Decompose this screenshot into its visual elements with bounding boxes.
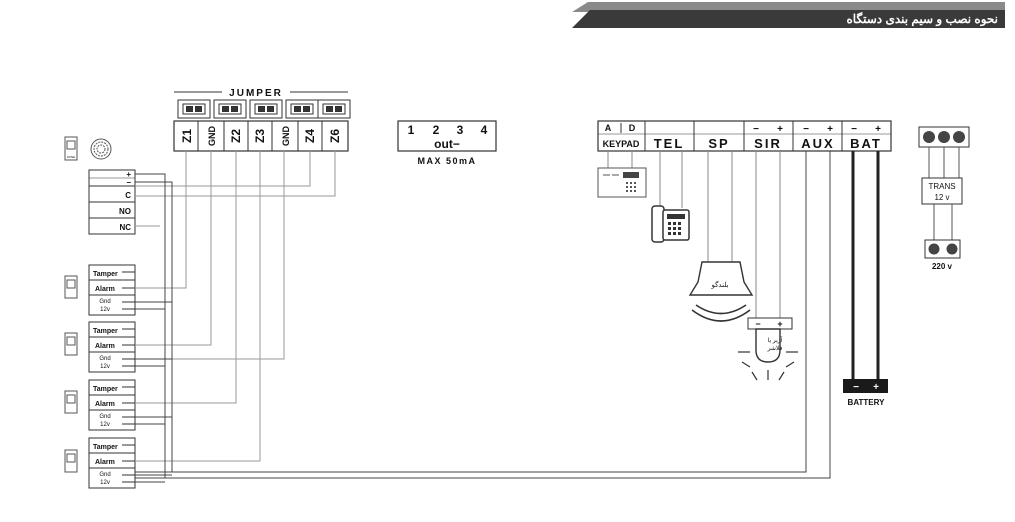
output-limit: MAX 50mA: [417, 156, 476, 166]
relay-block: + − C NO NC: [88, 169, 136, 235]
jumper-label: JUMPER: [229, 88, 283, 99]
siren-label-1: آژیر یا: [768, 336, 783, 344]
sp-label: SP: [708, 136, 729, 151]
page-title: نحوه نصب و سیم بندی دستگاه: [847, 11, 998, 27]
sensor-4-gnd: Gnd: [99, 472, 110, 478]
aux-wires: [135, 151, 831, 479]
jumper-block-4: [285, 99, 319, 119]
power-bus: [135, 173, 173, 483]
jumper-block-1: [177, 99, 211, 119]
sensor-3-alarm: Alarm: [95, 401, 115, 408]
terminal-z6: Z6: [328, 129, 342, 143]
jumper-group: JUMPER: [174, 88, 351, 119]
terminal-gnd-2: GND: [281, 126, 291, 147]
transformer-line-2: 12 v: [934, 193, 949, 202]
output-number-1: 1: [408, 123, 415, 137]
relay-no: NO: [119, 207, 131, 216]
jumper-blocks: [177, 99, 351, 119]
output-number-3: 3: [457, 123, 464, 137]
output-number-4: 4: [481, 123, 488, 137]
sir-label: SIR: [754, 136, 782, 151]
bat-label: BAT: [850, 136, 882, 151]
terminal-z2: Z2: [229, 129, 243, 143]
keypad-buttons: [626, 182, 636, 192]
terminal-z1: Z1: [180, 129, 194, 143]
bat-pin-minus: −: [851, 124, 857, 135]
siren-speaker-icon-top: [90, 138, 112, 160]
jumper-block-5: [317, 99, 351, 119]
keypad-label: KEYPAD: [603, 139, 640, 149]
header-shadow: [572, 2, 1005, 12]
zone-sensor-icon-top: ZONE: [64, 136, 78, 161]
zone-terminal-block: Z1 GND Z2 Z3 GND Z4 Z6: [173, 120, 349, 152]
telephone-icon: [651, 151, 690, 243]
header-banner: نحوه نصب و سیم بندی دستگاه: [572, 2, 1005, 28]
sensor-2-12v: 12v: [100, 364, 110, 370]
relay-nc: NC: [119, 223, 131, 232]
header-bar: [572, 10, 1005, 28]
sensor-2-gnd: Gnd: [99, 356, 110, 362]
keypad-device: [597, 151, 647, 198]
aux-pin-plus: +: [827, 124, 833, 135]
mains-label: 220 v: [932, 262, 953, 271]
battery-pin-plus: +: [873, 382, 879, 393]
sensor-1-alarm: Alarm: [95, 286, 115, 293]
siren-label-2: فلاشر: [767, 345, 783, 352]
relay-c: C: [125, 191, 131, 200]
sensor-3-12v: 12v: [100, 422, 110, 428]
battery-pin-minus: −: [853, 382, 859, 393]
output-label: out−: [434, 137, 460, 151]
svg-text:−: −: [755, 319, 760, 329]
right-terminal-row: A D KEYPAD TEL SP − + SIR − + AUX − + BA…: [597, 120, 892, 152]
transformer-icon: TRANS 12 v 220 v: [918, 126, 970, 271]
speaker-label: بلندگو: [710, 280, 728, 289]
svg-text:+: +: [777, 319, 782, 329]
terminal-z3: Z3: [253, 129, 267, 143]
relay-minus: −: [126, 178, 131, 187]
output-block: 1 2 3 4 out− MAX 50mA: [397, 120, 497, 166]
siren-icon: − + آژیر یا فلاشر: [738, 151, 798, 381]
sensor-3-gnd: Gnd: [99, 414, 110, 420]
sensor-3-tamper: Tamper: [93, 386, 118, 393]
sensor-4-alarm: Alarm: [95, 459, 115, 466]
sensor-1-tamper: Tamper: [93, 271, 118, 278]
svg-text:ZONE: ZONE: [67, 155, 75, 159]
terminal-z4: Z4: [303, 129, 317, 143]
sensor-2: Tamper Alarm Gnd 12v: [64, 321, 136, 373]
sir-pin-minus: −: [753, 124, 759, 135]
battery-icon: − + BATTERY: [843, 151, 888, 407]
transformer-line-1: TRANS: [928, 182, 955, 191]
keypad-pin-a: A: [605, 123, 612, 133]
sensor-1: Tamper Alarm Gnd 12v: [64, 264, 136, 316]
bat-pin-plus: +: [875, 124, 881, 135]
speaker-icon: بلندگو: [688, 151, 754, 322]
jumper-block-2: [213, 99, 247, 119]
sensor-2-alarm: Alarm: [95, 343, 115, 350]
sensor-4-tamper: Tamper: [93, 444, 118, 451]
sensor-2-tamper: Tamper: [93, 328, 118, 335]
tel-label: TEL: [654, 136, 685, 151]
jumper-block-3: [249, 99, 283, 119]
terminal-gnd-1: GND: [207, 126, 217, 147]
siren-rays: [738, 351, 798, 381]
sensor-4-12v: 12v: [100, 480, 110, 486]
sensor-1-12v: 12v: [100, 307, 110, 313]
battery-label: BATTERY: [848, 398, 886, 407]
sir-pin-plus: +: [777, 124, 783, 135]
sensor-1-gnd: Gnd: [99, 299, 110, 305]
relay-plus: +: [126, 170, 131, 179]
aux-pin-minus: −: [803, 124, 809, 135]
sensor-3: Tamper Alarm Gnd 12v: [64, 379, 136, 431]
keypad-pin-d: D: [629, 123, 636, 133]
output-number-2: 2: [433, 123, 440, 137]
zone-wiring: [135, 151, 336, 462]
sensor-4: Tamper Alarm Gnd 12v: [64, 437, 136, 489]
aux-label: AUX: [801, 136, 834, 151]
